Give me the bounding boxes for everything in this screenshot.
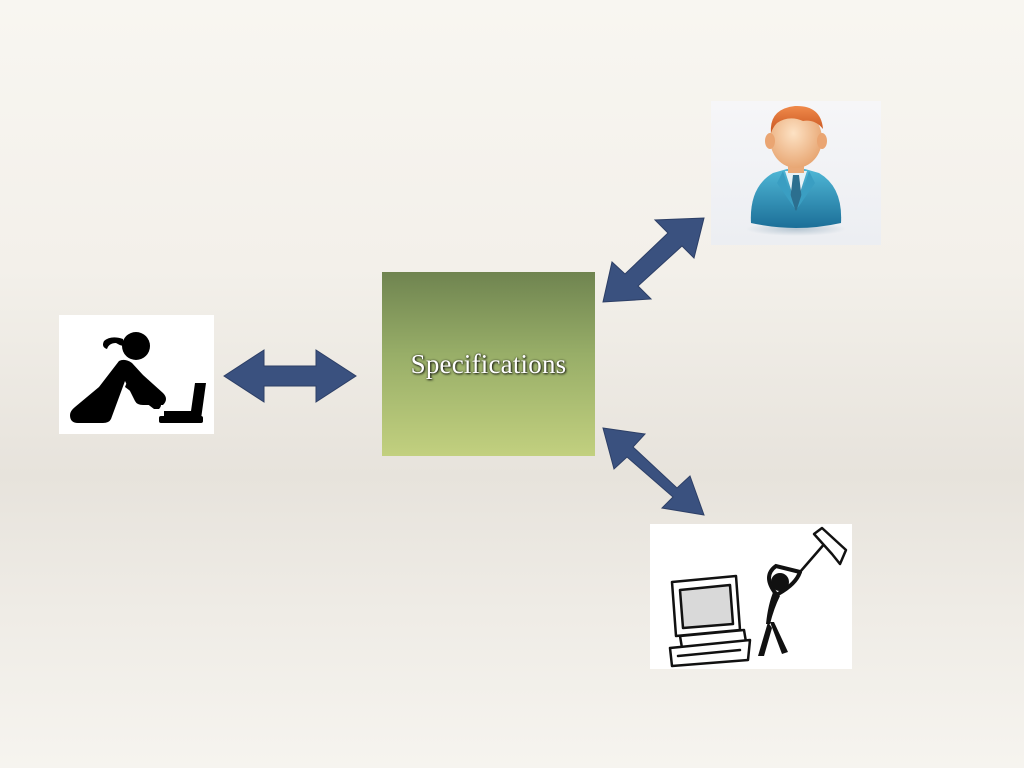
- developer-card: [650, 524, 852, 669]
- double-arrow-spec-developer: [602, 427, 705, 516]
- double-arrow-user-spec: [223, 349, 357, 403]
- woman-at-laptop-icon: [70, 332, 206, 423]
- specifications-box: Specifications: [382, 272, 595, 456]
- person-smashing-computer-icon: [668, 526, 848, 668]
- specifications-label: Specifications: [410, 348, 567, 379]
- user-card: [59, 315, 214, 434]
- client-card: [711, 101, 881, 245]
- businessman-avatar-icon: [746, 105, 846, 236]
- double-arrow-spec-client: [602, 217, 705, 303]
